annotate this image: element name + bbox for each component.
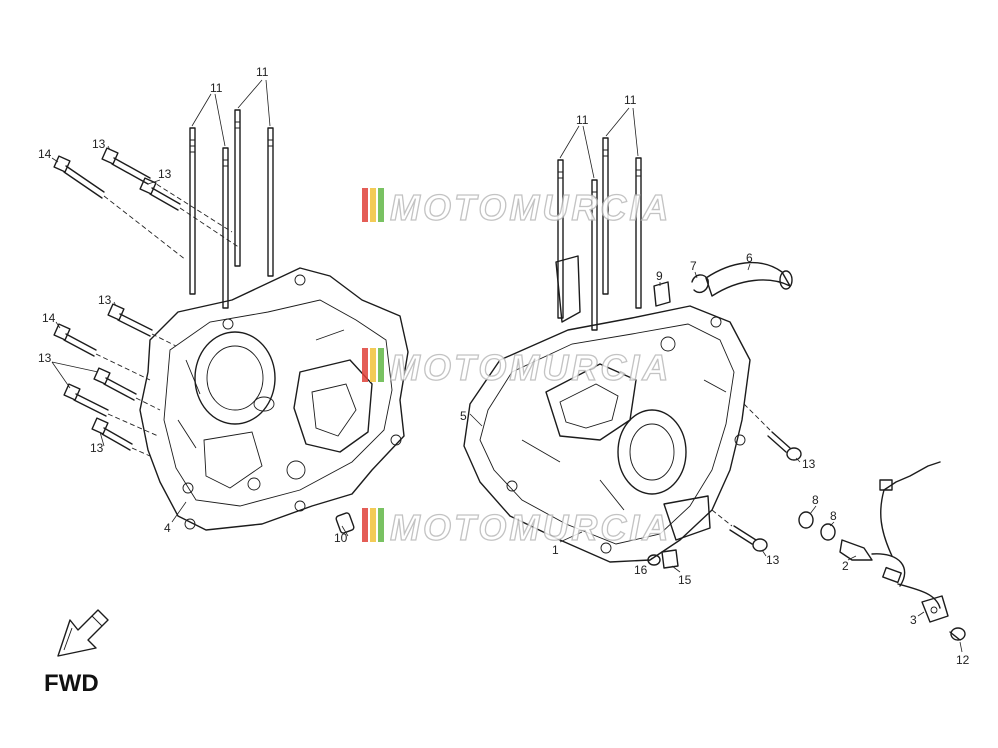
callout-16: 16 — [634, 563, 648, 577]
watermark-middle: MOTOMURCIA — [362, 346, 671, 389]
callout-13e: 13 — [90, 441, 104, 455]
callout-9: 9 — [656, 269, 663, 283]
watermark-text: MOTOMURCIA — [390, 187, 671, 228]
callout-11b: 11 — [256, 65, 269, 79]
callout-11a: 11 — [210, 81, 223, 95]
callout-13d: 13 — [38, 351, 52, 365]
callout-5: 5 — [460, 409, 467, 423]
drain-plug-15-16 — [647, 549, 679, 569]
watermark-top: MOTOMURCIA — [362, 186, 671, 229]
bolt-13-right-lower — [729, 525, 768, 552]
callout-3: 3 — [910, 613, 917, 627]
watermark-stripe-green — [378, 188, 384, 222]
left-cylinder-studs — [189, 109, 274, 309]
bolt-13-right-upper — [767, 431, 802, 461]
watermark-bottom: MOTOMURCIA — [362, 506, 671, 549]
left-crankcase-half — [139, 267, 409, 531]
bolt-14-lower — [53, 323, 97, 357]
callout-13b: 13 — [158, 167, 172, 181]
watermark-stripe-yellow — [370, 188, 376, 222]
callout-15: 15 — [678, 573, 692, 587]
callout-labels: 11 11 14 13 13 13 14 13 13 4 10 11 11 9 … — [38, 65, 970, 667]
callout-2: 2 — [842, 559, 849, 573]
watermark-stripe-yellow — [370, 348, 376, 382]
fwd-arrow-icon — [57, 609, 109, 657]
breather-hose-assembly — [653, 261, 793, 307]
bolt-13-lower-c — [91, 417, 133, 451]
right-cylinder-studs — [557, 137, 642, 331]
watermark-stripe-red — [362, 508, 368, 542]
bolt-14-upper — [53, 155, 105, 199]
left-case-bolts — [53, 147, 241, 457]
right-case-bolts — [647, 403, 802, 569]
callout-13c: 13 — [98, 293, 112, 307]
callout-11d: 11 — [624, 93, 637, 107]
right-crankcase-half — [463, 255, 751, 563]
bolt-13-lower-b — [63, 383, 109, 417]
callout-11c: 11 — [576, 113, 589, 127]
bolt-13-mid — [107, 303, 153, 337]
callout-14a: 14 — [38, 147, 52, 161]
fwd-label: FWD — [44, 670, 99, 697]
watermark-text: MOTOMURCIA — [390, 347, 671, 388]
watermark-text: MOTOMURCIA — [390, 507, 671, 548]
bolt-13-upper-a — [101, 147, 151, 185]
callout-10: 10 — [334, 531, 348, 545]
callout-13a: 13 — [92, 137, 106, 151]
callout-7: 7 — [690, 259, 697, 273]
callout-6: 6 — [746, 251, 753, 265]
bolt-13-lower-a — [93, 367, 137, 401]
leader-lines — [51, 79, 963, 653]
watermark-stripe-green — [378, 508, 384, 542]
callout-13f: 13 — [802, 457, 816, 471]
callout-13g: 13 — [766, 553, 780, 567]
callout-12: 12 — [956, 653, 970, 667]
watermark-stripe-yellow — [370, 508, 376, 542]
callout-8b: 8 — [830, 509, 837, 523]
callout-1: 1 — [552, 543, 559, 557]
callout-8a: 8 — [812, 493, 819, 507]
callout-4: 4 — [164, 521, 171, 535]
watermark-stripe-red — [362, 348, 368, 382]
watermark-stripe-red — [362, 188, 368, 222]
watermark-stripe-green — [378, 348, 384, 382]
sensor-assembly — [798, 461, 966, 641]
callout-14b: 14 — [42, 311, 56, 325]
dowel-pin-10 — [335, 512, 355, 534]
